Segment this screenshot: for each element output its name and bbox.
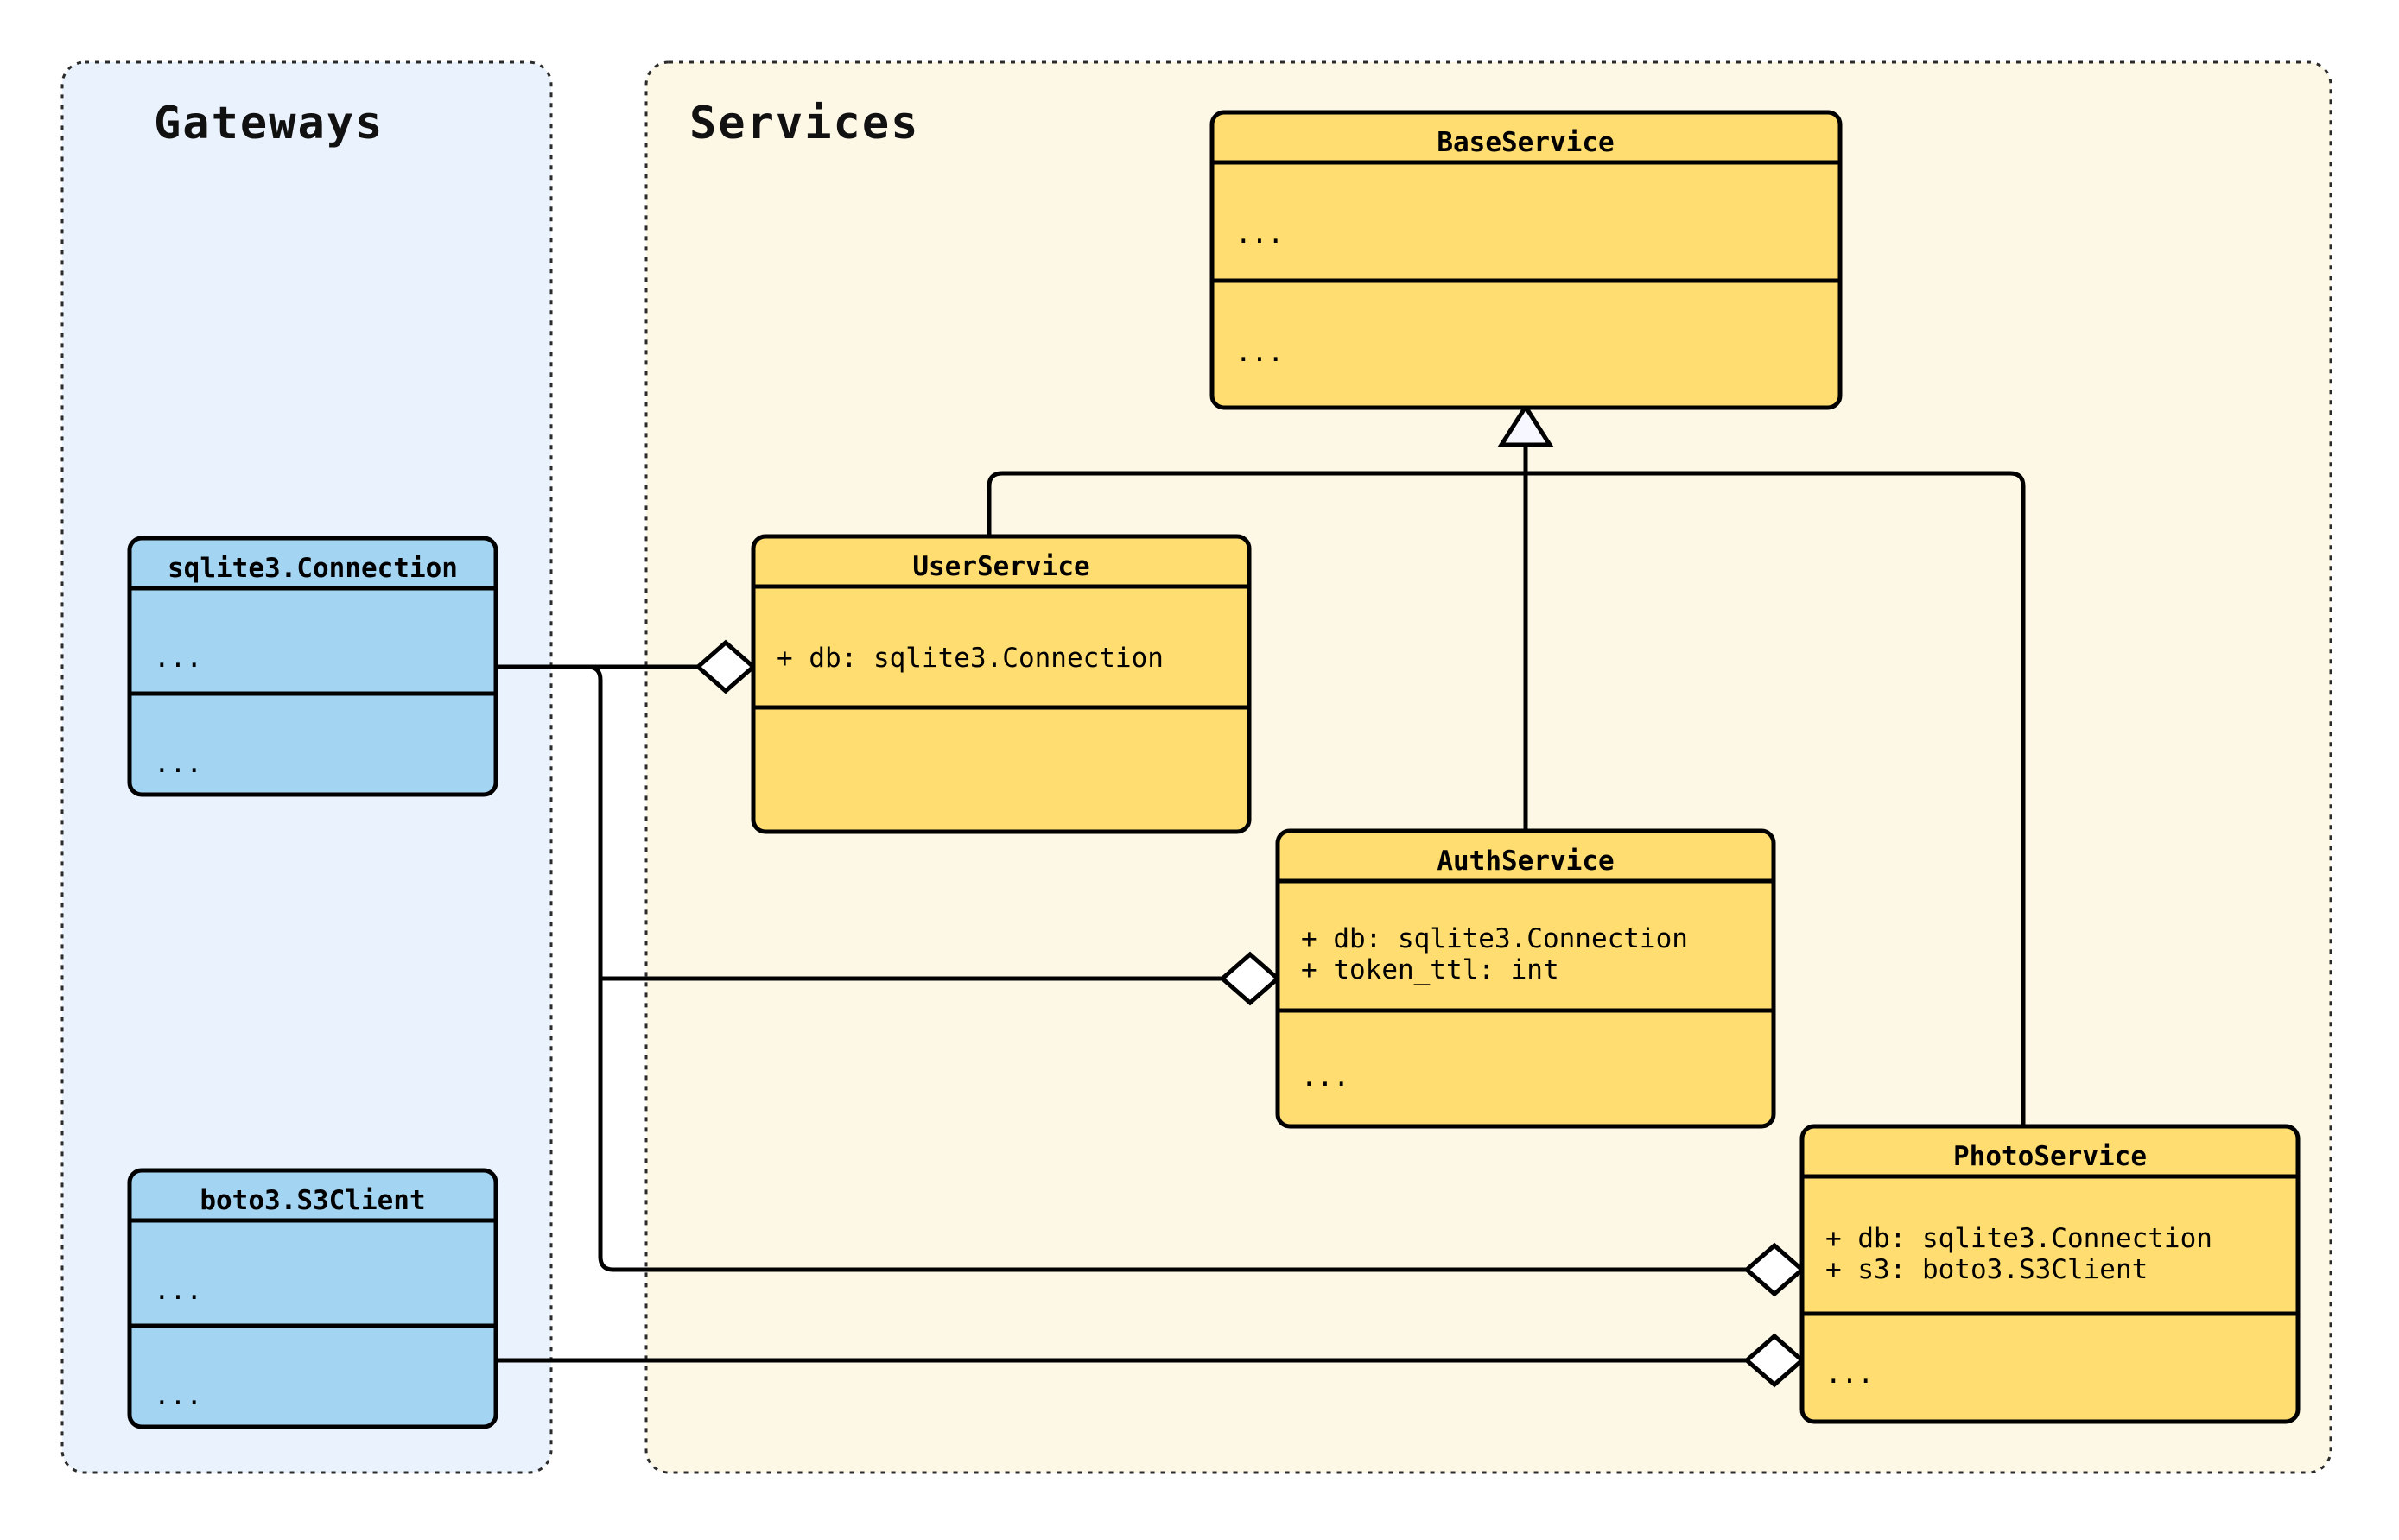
class-title-baseservice: BaseService xyxy=(1437,127,1614,158)
relationship-aggregation-db-group[interactable] xyxy=(496,639,1806,1297)
package-services[interactable]: Services xyxy=(644,60,2332,1474)
class-method-photoservice-0: ... xyxy=(1825,1359,1874,1390)
class-method-sqlite3-connection-0: ... xyxy=(154,748,202,779)
class-box-photoservice xyxy=(1799,1124,2301,1424)
class-attribute-authservice-1: + token_ttl: int xyxy=(1301,954,1559,985)
class-node-sqlite3-connection[interactable]: sqlite3.Connection ... ... xyxy=(127,536,498,797)
class-node-userservice[interactable]: UserService + db: sqlite3.Connection xyxy=(751,534,1252,834)
package-gateways-title: Gateways xyxy=(154,98,384,149)
class-node-boto3-s3client[interactable]: boto3.S3Client ... ... xyxy=(127,1168,498,1429)
class-attribute-sqlite3-connection-0: ... xyxy=(154,643,202,674)
class-method-baseservice-0: ... xyxy=(1235,337,1284,368)
inheritance-branch-photoservice xyxy=(2009,471,2026,1126)
class-attribute-baseservice-0: ... xyxy=(1235,219,1284,250)
class-title-authservice: AuthService xyxy=(1437,846,1614,877)
class-box-boto3-s3client xyxy=(127,1168,498,1429)
package-services-boundary xyxy=(644,60,2332,1474)
aggregation-diamond-photoservice-db xyxy=(1743,1242,1806,1297)
relationship-inheritance-group[interactable] xyxy=(987,402,2026,1126)
class-attribute-authservice-0: + db: sqlite3.Connection xyxy=(1301,923,1688,954)
aggregation-diamond-userservice xyxy=(695,639,757,694)
class-node-photoservice[interactable]: PhotoService + db: sqlite3.Connection + … xyxy=(1799,1124,2301,1424)
class-title-photoservice: PhotoService xyxy=(1953,1141,2147,1172)
inheritance-triangle-icon xyxy=(1497,402,1554,447)
class-box-authservice xyxy=(1275,828,1776,1129)
aggregation-bus-sqlite-down xyxy=(587,664,614,1272)
class-attribute-boto3-s3client-0: ... xyxy=(154,1275,202,1306)
class-node-baseservice[interactable]: BaseService ... ... xyxy=(1209,110,1843,410)
aggregation-diamond-photoservice-s3 xyxy=(1743,1333,1806,1388)
class-title-boto3-s3client: boto3.S3Client xyxy=(200,1185,425,1216)
class-box-baseservice xyxy=(1209,110,1843,410)
class-method-boto3-s3client-0: ... xyxy=(154,1380,202,1411)
inheritance-branch-userservice xyxy=(987,471,1003,536)
package-services-title: Services xyxy=(689,98,919,149)
class-title-sqlite3-connection: sqlite3.Connection xyxy=(168,553,458,584)
relationship-aggregation-s3-group[interactable] xyxy=(496,1333,1806,1388)
class-title-userservice: UserService xyxy=(912,551,1089,582)
class-attribute-photoservice-0: + db: sqlite3.Connection xyxy=(1825,1223,2212,1254)
aggregation-diamond-authservice xyxy=(1219,951,1281,1006)
class-attribute-userservice-0: + db: sqlite3.Connection xyxy=(777,643,1164,674)
class-method-authservice-0: ... xyxy=(1301,1062,1349,1093)
class-node-authservice[interactable]: AuthService + db: sqlite3.Connection + t… xyxy=(1275,828,1776,1129)
class-box-userservice xyxy=(751,534,1252,834)
class-box-sqlite3-connection xyxy=(127,536,498,797)
class-attribute-photoservice-1: + s3: boto3.S3Client xyxy=(1825,1254,2148,1285)
